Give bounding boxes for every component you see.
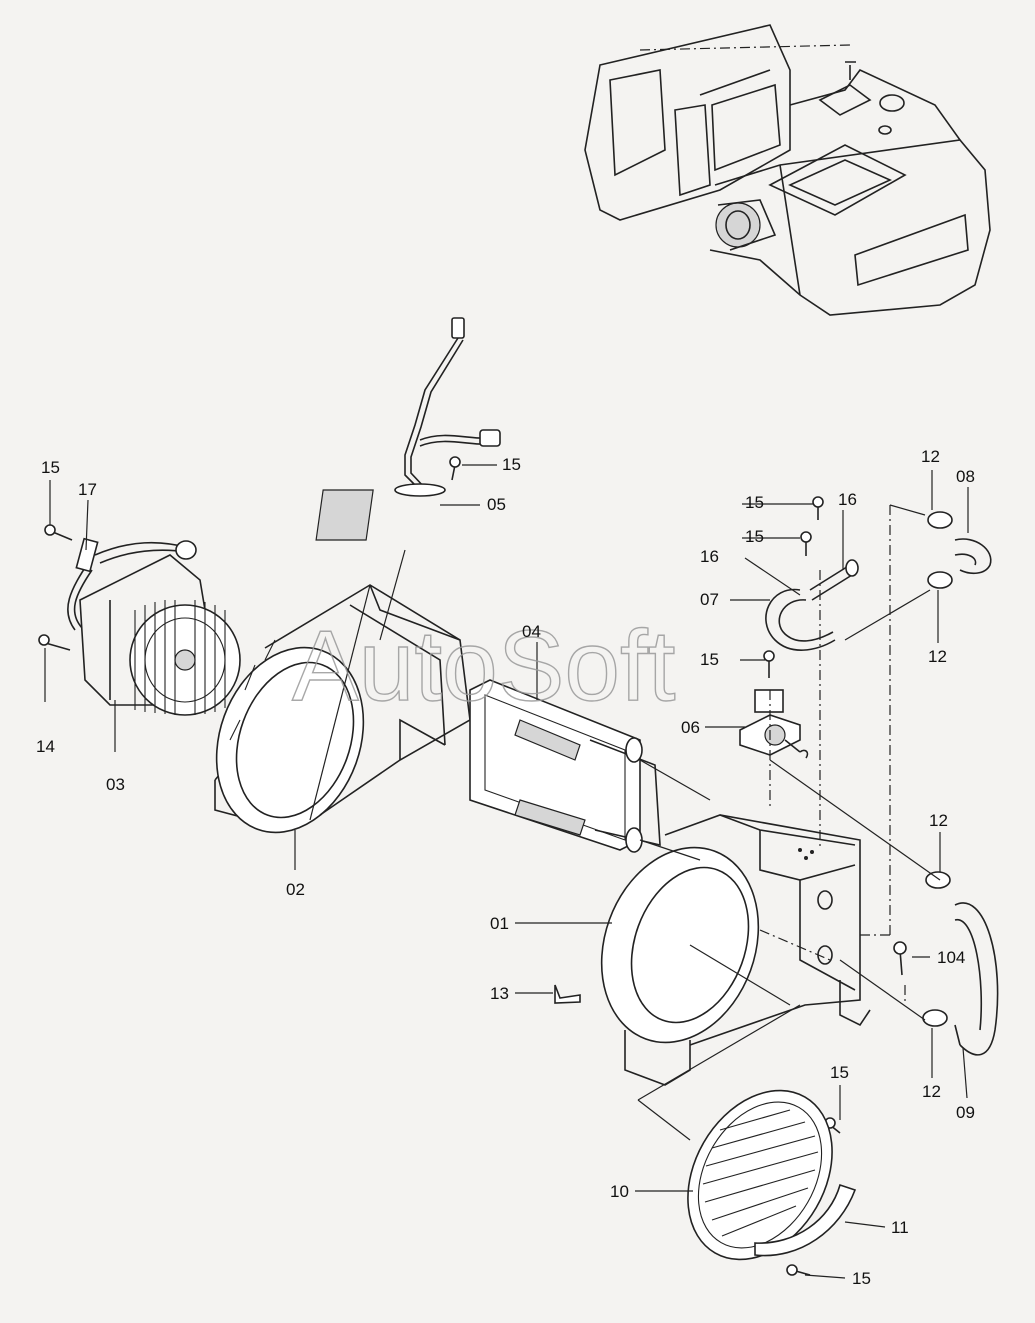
callout-06: 06 — [681, 718, 700, 737]
callout-15: 15 — [745, 493, 764, 512]
callout-15: 15 — [502, 455, 521, 474]
callout-03: 03 — [106, 775, 125, 794]
callout-09: 09 — [956, 1103, 975, 1122]
callout-07: 07 — [700, 590, 719, 609]
callout-12: 12 — [921, 447, 940, 466]
callout-16: 16 — [700, 547, 719, 566]
clip-13 — [554, 984, 581, 1004]
callout-15: 15 — [830, 1063, 849, 1082]
callout-10: 10 — [610, 1182, 629, 1201]
housing-front-02 — [214, 584, 471, 834]
callout-14: 14 — [36, 737, 55, 756]
callout-04: 04 — [522, 622, 541, 641]
callout-05: 05 — [487, 495, 506, 514]
callout-13: 13 — [490, 984, 509, 1003]
water-valve-06 — [739, 689, 809, 759]
callout-104: 104 — [937, 948, 965, 967]
pipe-07 — [765, 559, 859, 651]
callout-11: 11 — [891, 1218, 909, 1237]
callout-12: 12 — [928, 647, 947, 666]
excavator-overview — [584, 24, 991, 316]
callout-numbers: 15 17 14 03 02 15 05 04 15 15 16 16 07 1… — [36, 447, 975, 1288]
callout-08: 08 — [956, 467, 975, 486]
grille-10 — [687, 1089, 833, 1261]
hoses-08-09 — [954, 538, 999, 1056]
callout-leaders — [44, 464, 969, 1279]
bolts — [38, 456, 907, 1276]
callout-15: 15 — [745, 527, 764, 546]
sensor-05 — [315, 317, 501, 541]
callout-15: 15 — [852, 1269, 871, 1288]
callout-12: 12 — [929, 811, 948, 830]
callout-16: 16 — [838, 490, 857, 509]
hose-clamps-12 — [922, 511, 953, 1027]
callout-12: 12 — [922, 1082, 941, 1101]
callout-15: 15 — [41, 458, 60, 477]
heater-core-04 — [469, 679, 661, 853]
assembly-guides — [309, 504, 941, 1141]
blower-motor-03 — [67, 537, 241, 716]
cover-11 — [754, 1183, 857, 1257]
callout-02: 02 — [286, 880, 305, 899]
callout-17: 17 — [78, 480, 97, 499]
housing-rear-01 — [600, 814, 871, 1086]
callout-15: 15 — [700, 650, 719, 669]
watermark-text: AutoSoft — [292, 610, 676, 722]
callout-01: 01 — [490, 914, 509, 933]
